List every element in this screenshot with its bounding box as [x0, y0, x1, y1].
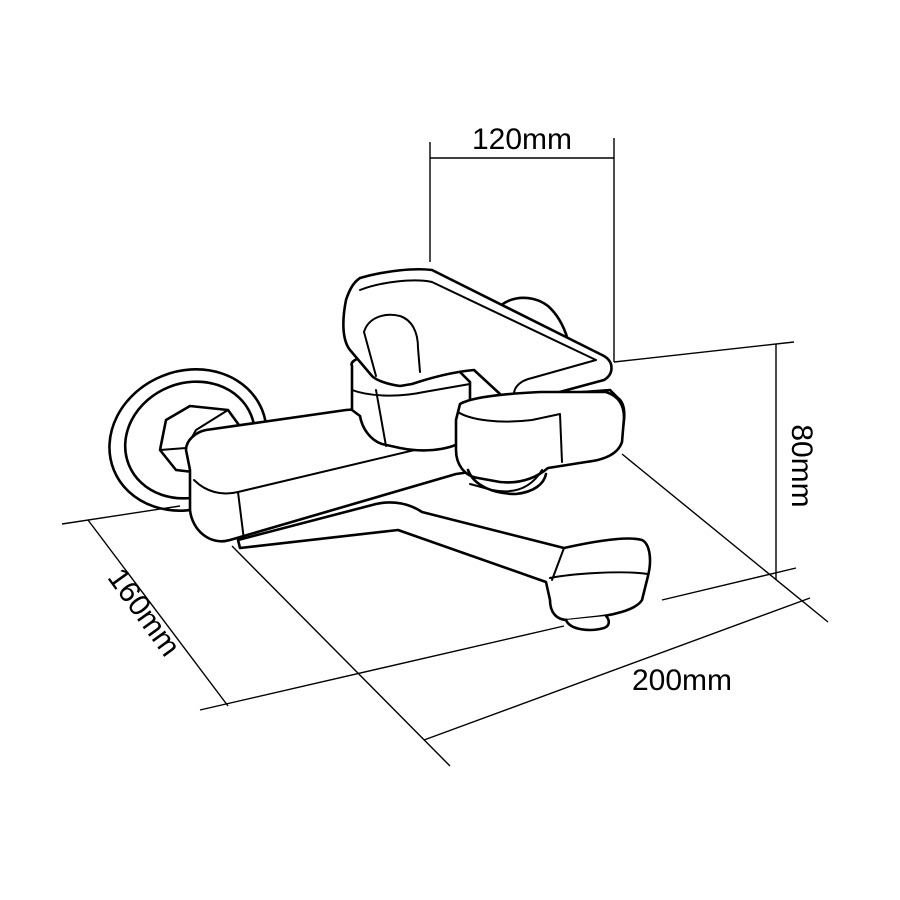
- faucet: [108, 267, 652, 632]
- spout: [236, 501, 652, 632]
- dimension-label-160mm: 160mm: [101, 562, 187, 662]
- diverter-knob: [454, 390, 626, 496]
- dimension-lines: [61, 138, 829, 767]
- dimension-label-120mm: 120mm: [472, 123, 572, 156]
- lever-handle: [342, 267, 613, 403]
- dimension-label-200mm: 200mm: [632, 664, 732, 697]
- dimension-label-80mm: 80mm: [785, 424, 818, 507]
